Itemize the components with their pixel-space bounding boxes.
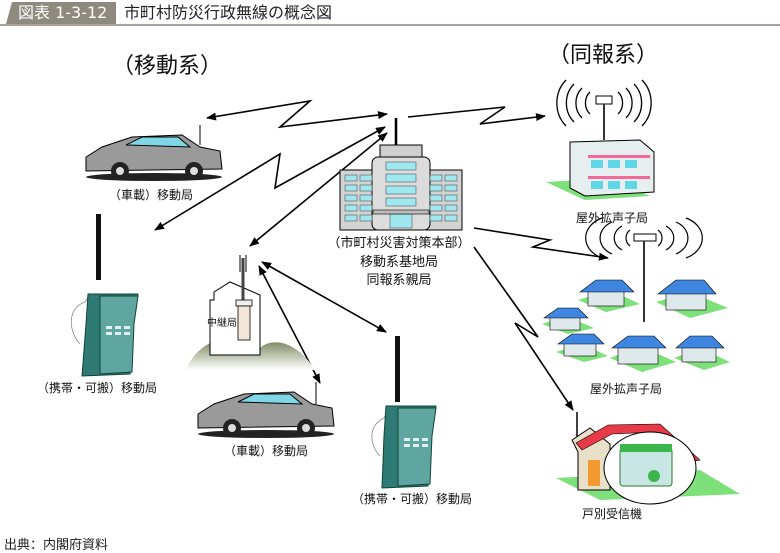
outdoor-speaker-2-label: 屋外拡声子局 <box>590 382 662 396</box>
handheld-radio-icon <box>371 336 437 489</box>
link-hq-relay <box>249 132 388 247</box>
house-icon <box>656 279 728 318</box>
link-hq-vehicle1 <box>206 99 388 129</box>
household-receiver-label: 戸別受信機 <box>582 506 642 521</box>
header-divider <box>0 24 780 26</box>
link-hq-speaker1 <box>407 106 546 125</box>
outdoor-speaker-1-label: 屋外拡声子局 <box>576 211 648 225</box>
radio-links <box>154 99 609 411</box>
household-receiver-icon <box>556 412 740 505</box>
outdoor-speaker-building-icon <box>546 79 655 200</box>
vehicle-station-2-label: （車載）移動局 <box>224 444 308 458</box>
car-icon <box>197 382 335 438</box>
figure-title: 市町村防災行政無線の概念図 <box>124 3 333 22</box>
figure-number: 図表 1-3-12 <box>6 2 116 24</box>
house-icon <box>542 307 594 334</box>
source-note: 出典：内閣府資料 <box>4 538 109 553</box>
handheld-radio-icon <box>70 214 139 377</box>
mobile-system-title: （移動系） <box>112 54 222 79</box>
hq-label-line1: （市町村災害対策本部） <box>327 235 470 251</box>
broadcast-system-title: （同報系） <box>548 43 658 68</box>
relay-station-label: 中継局 <box>207 316 237 329</box>
house-icon <box>674 335 730 370</box>
hq-label-line2: 移動系基地局 <box>360 255 438 270</box>
outdoor-speaker-village-icon <box>542 217 730 372</box>
portable-station-1-label: （携帯・可搬）移動局 <box>37 380 157 395</box>
portable-station-2-label: （携帯・可搬）移動局 <box>352 491 472 506</box>
house-icon <box>610 335 676 372</box>
vehicle-station-1-label: （車載）移動局 <box>109 188 193 202</box>
figure-header: 図表 1-3-12 市町村防災行政無線の概念図 <box>0 0 780 26</box>
house-icon <box>556 333 608 362</box>
relay-station-icon <box>186 255 315 370</box>
link-hq-speaker2 <box>473 227 609 261</box>
hq-label-line3: 同報系親局 <box>366 273 431 288</box>
link-hq-household <box>473 246 574 411</box>
house-icon <box>578 279 640 312</box>
link-relay-portable2 <box>261 261 387 333</box>
car-icon <box>85 125 223 181</box>
hq-building-icon <box>339 118 463 231</box>
